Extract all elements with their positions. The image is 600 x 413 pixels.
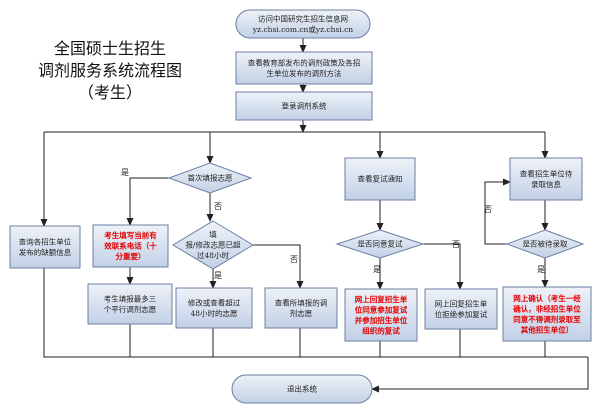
yes-branch-label: 是 xyxy=(121,168,129,177)
view-policy-box xyxy=(235,51,373,85)
first-decision-decision xyxy=(167,162,253,194)
no-branch-label: 否 xyxy=(484,205,492,214)
reply-agree-text-line: 网上回复招生单 xyxy=(355,294,408,304)
confirm-online-box xyxy=(502,286,592,342)
fill-phone-text-line: 分重要） xyxy=(116,251,146,261)
view-admit-box xyxy=(509,157,583,201)
flow-connector xyxy=(484,178,511,245)
flow-connector xyxy=(253,244,304,289)
query-vacancy-box xyxy=(9,225,81,269)
reply-agree-text-line: 位同意参加复试 xyxy=(355,304,408,314)
reply-agree-text-line: 组织的复试 xyxy=(362,325,400,335)
flow-connector xyxy=(423,243,464,290)
fill-phone-box xyxy=(92,224,169,268)
exit-text-line: 退出系统 xyxy=(287,384,317,394)
confirm-online-text-line: 同意不得调剂录取至 xyxy=(513,314,581,324)
no-branch-label: 否 xyxy=(214,202,222,211)
view-admit-text-line: 录取信息 xyxy=(531,179,561,189)
yes-branch-label: 是 xyxy=(214,271,222,280)
confirm-online-text-line: 确认，非经招生单位 xyxy=(513,303,581,313)
start-text-line: 访问中国研究生招生信息网 xyxy=(258,13,348,23)
login-box xyxy=(235,91,373,121)
fill-phone-text-line: 考生填写当前有 xyxy=(104,230,157,240)
title-line-2: 调剂服务系统流程图 xyxy=(37,61,182,80)
query-vacancy-text-line: 发布的缺额信息 xyxy=(19,247,72,257)
view-policy-text-line: 生单位发布的调剂方法 xyxy=(267,68,342,78)
start-terminator xyxy=(235,9,371,39)
view-filled-text-line: 查看所填报的调 xyxy=(275,297,328,307)
agree-retest-text-line: 是否同意复试 xyxy=(358,239,403,249)
fill-or-modify-text-line: 填 xyxy=(209,229,217,239)
reply-refuse-text-line: 网上回复招生单 xyxy=(435,298,488,308)
view-policy-text-line: 查看教育部发布的调剂政策及各招 xyxy=(248,57,361,67)
view-retest-box xyxy=(344,157,416,201)
reply-agree-text-line: 并参加招生单位 xyxy=(355,315,408,325)
fill-phone-text-line: 效联系电话（十 xyxy=(104,241,157,251)
confirm-online-text-line: 网上确认（考生一经 xyxy=(513,293,581,303)
agree-admit-text-line: 是否被待录取 xyxy=(523,239,568,249)
exit-terminator xyxy=(231,374,373,404)
query-vacancy-text-line: 查询各招生单位 xyxy=(19,236,72,246)
title-line-1: 全国硕士生招生 xyxy=(53,39,166,58)
reply-agree-box xyxy=(344,288,418,342)
confirm-online-text-line: 其他招生单位） xyxy=(521,324,574,334)
view-admit-text-line: 查看招生单位待 xyxy=(520,168,573,178)
view-filled-text-line: 剂志愿 xyxy=(290,308,313,318)
reply-refuse-box xyxy=(424,288,498,330)
fill-or-modify-decision xyxy=(172,220,254,270)
no-branch-label: 否 xyxy=(452,240,460,249)
view-filled-box xyxy=(264,287,338,329)
fill-three-text-line: 考生填报最多三 xyxy=(104,293,157,303)
modify-view-text-line: 48小时的志愿 xyxy=(190,308,238,318)
yes-branch-label: 是 xyxy=(373,265,381,274)
agree-retest-decision xyxy=(335,229,425,259)
agree-admit-decision xyxy=(505,229,585,259)
title-line-3: （考生） xyxy=(77,83,142,102)
view-retest-text-line: 查看复试通知 xyxy=(358,174,403,184)
modify-view-text-line: 修改或查看超过 xyxy=(188,297,241,307)
first-decision-text-line: 首次填报志愿 xyxy=(188,173,233,183)
flow-connector xyxy=(371,357,589,393)
login-text-line: 登录调剂系统 xyxy=(282,101,327,111)
start-text-line: yz.chsi.com.cn或yz.chsi.cn xyxy=(252,24,353,34)
fill-three-box xyxy=(87,283,173,325)
fill-or-modify-text-line: 过48小时 xyxy=(197,250,230,260)
yes-branch-label: 是 xyxy=(537,265,545,274)
modify-view-box xyxy=(175,287,253,329)
flow-connector xyxy=(126,177,169,226)
fill-or-modify-text-line: 报/修改志愿已超 xyxy=(185,240,241,250)
reply-refuse-text-line: 位拒绝参加复试 xyxy=(435,309,488,319)
no-branch-label: 否 xyxy=(290,255,298,264)
fill-three-text-line: 个平行调剂志愿 xyxy=(104,304,157,314)
chart-title: 全国硕士生招生 调剂服务系统流程图 （考生） xyxy=(10,38,210,104)
flow-connector xyxy=(43,268,588,358)
